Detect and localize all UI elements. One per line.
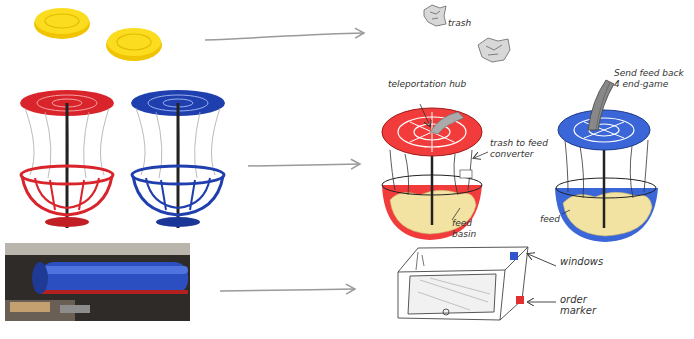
machine-photo <box>5 243 190 321</box>
blue-basket-photo <box>131 90 225 228</box>
machine-sketch <box>398 247 556 320</box>
callout-label: trash to feed converter <box>490 138 552 160</box>
callout-label: windows <box>560 256 630 267</box>
callout-label: feed <box>540 214 576 225</box>
callout-label: trash <box>448 18 498 29</box>
callout-label: Send feed back 4 end-game <box>614 68 690 90</box>
callout-label: order marker <box>560 294 610 316</box>
blue-basket-sketch <box>555 80 658 242</box>
transform-arrow <box>248 164 360 166</box>
transform-arrow <box>220 289 355 291</box>
red-basket-photo <box>20 90 114 228</box>
red-basket-sketch <box>382 104 488 240</box>
callout-label: teleportation hub <box>388 79 468 90</box>
callout-label: feed basin <box>452 218 492 240</box>
trash-sketch <box>424 5 510 62</box>
yellow-discs <box>34 8 162 61</box>
transform-arrow <box>205 33 364 40</box>
